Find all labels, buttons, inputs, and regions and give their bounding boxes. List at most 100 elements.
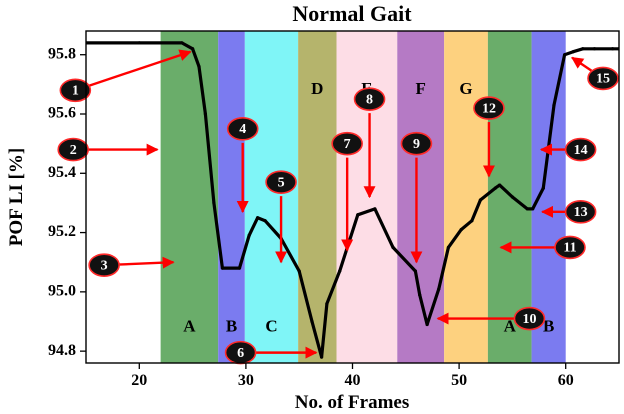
phase-label-b: B — [226, 316, 237, 335]
data-point — [493, 186, 497, 190]
phase-band-b — [218, 31, 245, 363]
callout-14 — [564, 137, 597, 162]
callout-number: 6 — [237, 346, 244, 361]
phase-label-d: D — [311, 79, 323, 98]
data-point — [510, 195, 514, 199]
data-point — [418, 293, 422, 297]
callout-number: 5 — [278, 175, 285, 190]
data-point — [373, 207, 377, 211]
data-point — [391, 245, 395, 249]
arrow-1 — [88, 49, 192, 87]
y-tick-label: 95.6 — [48, 105, 76, 122]
callout-number: 8 — [366, 92, 373, 107]
data-point — [247, 233, 251, 238]
phase-label-a: A — [183, 316, 196, 335]
data-point — [571, 50, 575, 54]
data-point — [263, 219, 267, 223]
phase-band-a — [160, 31, 219, 363]
data-point — [319, 355, 324, 359]
phase-label-c: C — [265, 316, 277, 335]
callout-4 — [226, 117, 259, 141]
y-tick-label: 95.0 — [48, 283, 76, 300]
x-tick-label: 30 — [238, 372, 254, 389]
data-point — [552, 103, 556, 107]
x-tick-label: 60 — [558, 372, 574, 389]
y-tick-label: 94.8 — [48, 342, 76, 359]
data-point — [563, 53, 567, 57]
data-point — [256, 216, 260, 220]
callout-7 — [331, 131, 363, 156]
y-tick-label: 95.8 — [48, 45, 76, 62]
callout-number: 1 — [72, 84, 79, 99]
callout-number: 11 — [563, 241, 576, 256]
phase-band-g — [444, 31, 488, 363]
callout-number: 3 — [101, 258, 108, 273]
data-point — [180, 41, 184, 45]
callout-1 — [59, 78, 92, 103]
callout-13 — [564, 200, 597, 224]
phase-band-f — [397, 31, 445, 363]
callout-5 — [265, 170, 297, 194]
phase-label-g: G — [459, 79, 472, 98]
data-point — [592, 47, 597, 51]
data-point — [478, 198, 483, 202]
data-point — [203, 112, 207, 116]
data-point — [137, 41, 141, 45]
callout-8 — [353, 87, 386, 111]
chart-title: Normal Gait — [292, 1, 412, 26]
data-point — [611, 47, 615, 51]
y-axis-label: POF LI [%] — [6, 148, 27, 247]
data-point — [212, 201, 216, 205]
data-point — [525, 207, 529, 211]
data-line-layer — [86, 41, 619, 359]
callout-number: 13 — [574, 205, 588, 220]
data-point — [325, 302, 329, 306]
x-tick-label: 40 — [345, 372, 361, 389]
callout-9 — [400, 131, 433, 156]
callout-12 — [473, 96, 505, 120]
data-point — [581, 47, 585, 51]
data-point — [191, 47, 195, 51]
arrow-15 — [571, 56, 593, 72]
data-point — [310, 319, 314, 324]
callout-3 — [88, 253, 120, 277]
data-point — [338, 269, 342, 273]
callout-number: 4 — [239, 122, 246, 137]
callout-number: 10 — [522, 312, 536, 327]
phase-bands: ABCDEFGAB — [160, 31, 566, 363]
data-point — [446, 245, 451, 249]
phase-band-c — [244, 31, 299, 363]
callout-number: 9 — [413, 137, 420, 152]
callout-number: 15 — [596, 72, 610, 87]
y-tick-label: 95.4 — [48, 164, 76, 181]
x-axis-label: No. of Frames — [295, 392, 410, 413]
data-point — [297, 269, 301, 273]
x-tick-label: 20 — [131, 372, 147, 389]
data-point — [459, 228, 463, 232]
data-point — [470, 219, 474, 223]
callout-15 — [587, 66, 619, 91]
y-tick-label: 95.2 — [48, 223, 76, 240]
data-point — [237, 266, 242, 270]
data-point — [220, 266, 225, 270]
data-point — [541, 186, 545, 190]
data-point — [425, 322, 429, 327]
callout-number: 14 — [574, 143, 588, 158]
callout-11 — [554, 235, 586, 260]
arrow-3 — [118, 256, 175, 269]
data-point — [197, 64, 201, 69]
series-line-0 — [86, 41, 619, 359]
callout-number: 2 — [70, 143, 77, 158]
data-point — [531, 207, 535, 211]
phase-band-d — [298, 31, 337, 363]
data-point — [356, 213, 360, 217]
callout-2 — [57, 137, 90, 162]
phase-label-a: A — [504, 316, 517, 335]
data-point — [437, 287, 441, 291]
callout-number: 7 — [344, 137, 351, 152]
data-point — [498, 183, 502, 187]
phase-label-f: F — [416, 79, 426, 98]
phase-label-b: B — [543, 316, 554, 335]
